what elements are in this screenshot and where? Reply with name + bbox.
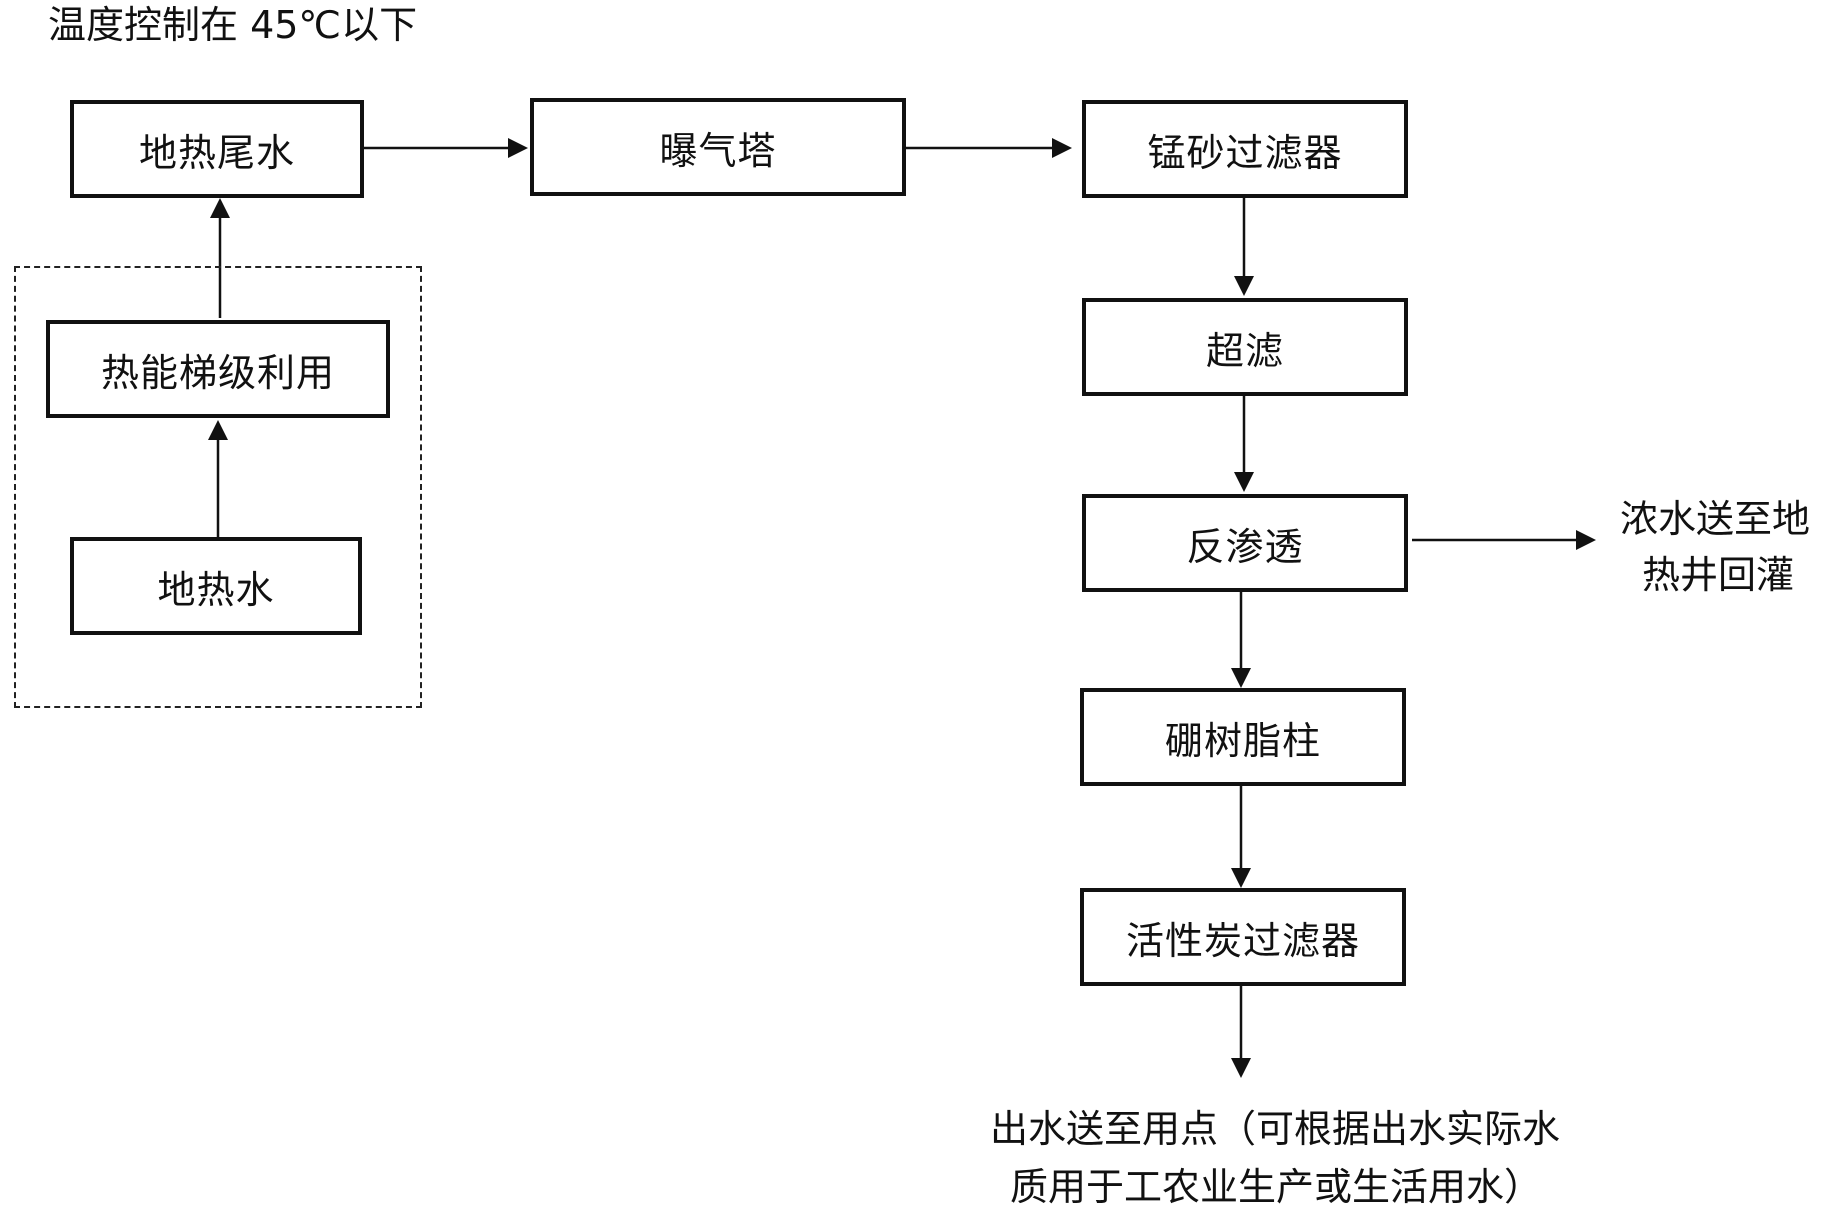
output-product-water-line2: 质用于工农业生产或生活用水） — [1010, 1165, 1543, 1209]
arrowhead-down — [1231, 668, 1251, 688]
arrowhead-down — [1231, 1058, 1251, 1078]
arrowhead-right — [1576, 530, 1596, 550]
arrowhead-down — [1234, 472, 1254, 492]
arrowhead-up — [210, 198, 230, 218]
node-aeration-tower: 曝气塔 — [530, 98, 906, 196]
node-geothermal-tail-water: 地热尾水 — [70, 100, 364, 198]
node-ultrafiltration: 超滤 — [1082, 298, 1408, 396]
output-concentrate-line2: 热井回灌 — [1642, 553, 1795, 597]
node-geothermal-water: 地热水 — [70, 537, 362, 635]
heat-utilization-group — [14, 266, 422, 708]
node-activated-carbon-filter: 活性炭过滤器 — [1080, 888, 1406, 986]
arrowhead-right — [1052, 138, 1072, 158]
node-manganese-sand-filter: 锰砂过滤器 — [1082, 100, 1408, 198]
arrowhead-down — [1231, 868, 1251, 888]
output-concentrate-line1: 浓水送至地 — [1620, 497, 1811, 541]
arrowhead-down — [1234, 276, 1254, 296]
output-product-water-line1: 出水送至用点（可根据出水实际水 — [990, 1107, 1561, 1151]
temperature-note: 温度控制在 45℃以下 — [48, 3, 418, 47]
node-cascade-heat-utilization: 热能梯级利用 — [46, 320, 390, 418]
node-reverse-osmosis: 反渗透 — [1082, 494, 1408, 592]
arrowhead-right — [508, 138, 528, 158]
node-boron-resin-column: 硼树脂柱 — [1080, 688, 1406, 786]
